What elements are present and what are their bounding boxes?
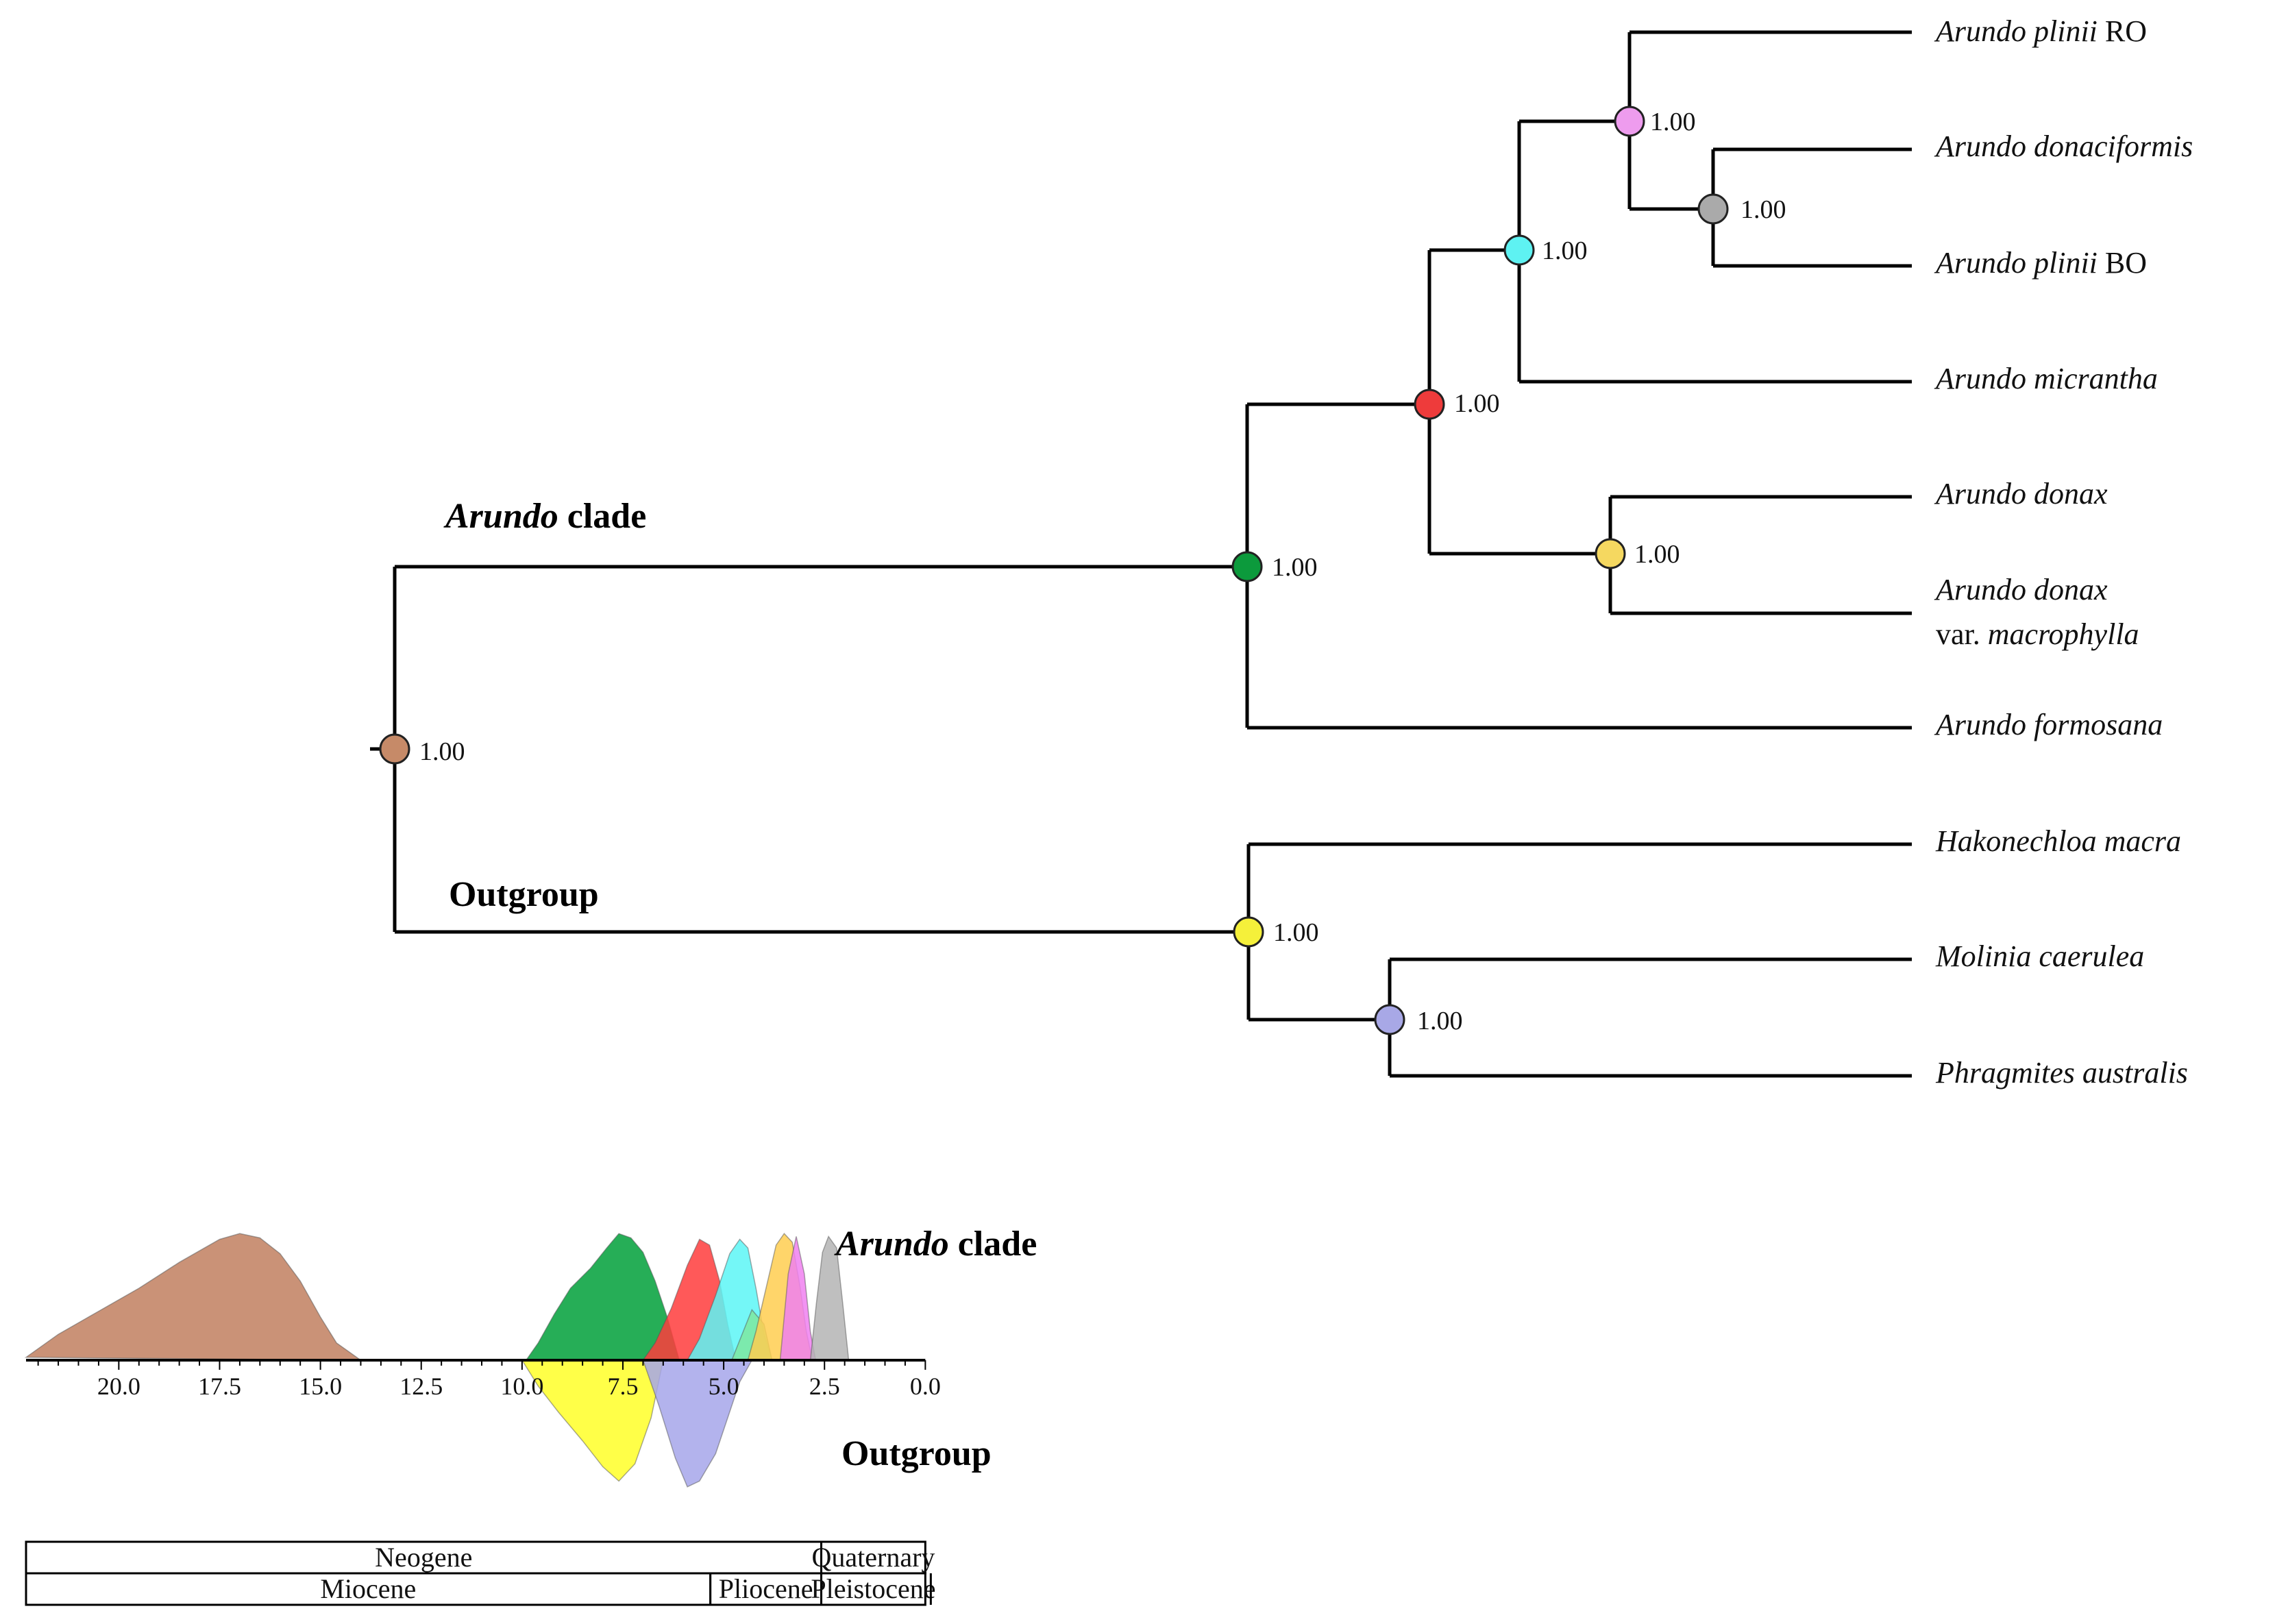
tip-label: Arundo plinii BO (1934, 246, 2147, 280)
tick-label: 10.0 (500, 1373, 543, 1400)
age-density-plot (24, 1233, 850, 1488)
node-molinia (1374, 1004, 1405, 1035)
support-crown: 1.00 (1454, 389, 1500, 418)
tip-label-line2: var. macrophylla (1936, 617, 2139, 651)
timescale-cell (709, 1572, 823, 1606)
support-grey: 1.00 (1741, 195, 1786, 224)
node-outgroup (1233, 916, 1264, 948)
tip-label: Hakonechloa macra (1935, 824, 2181, 858)
tick-label: 15.0 (299, 1373, 342, 1400)
node-arundo (1231, 551, 1263, 582)
tip-label: Arundo formosana (1934, 708, 2163, 741)
tick-label: 17.5 (198, 1373, 241, 1400)
timescale-cell (820, 1572, 926, 1606)
clade-label-arundo: Arundo clade (443, 497, 646, 536)
tick-label: 7.5 (607, 1373, 638, 1400)
tip-labels: Arundo plinii RO Arundo donaciformis Aru… (1934, 14, 2193, 1090)
node-root (379, 733, 410, 765)
tip-label: Arundo donax (1934, 477, 2108, 510)
node-donax (1595, 538, 1626, 569)
tip-label: Molinia caerulea (1935, 939, 2144, 973)
support-donax: 1.00 (1634, 540, 1680, 569)
timescale-label: Miocene (320, 1573, 416, 1604)
density-label-arundo: Arundo clade (834, 1225, 1037, 1264)
node-pink (1614, 106, 1645, 137)
tick-label: 2.5 (809, 1373, 840, 1400)
tick-label: 20.0 (97, 1373, 140, 1400)
support-arundo: 1.00 (1272, 553, 1318, 582)
timescale-cell (25, 1540, 823, 1575)
phylogenetic-tree (370, 30, 1912, 1078)
support-root: 1.00 (419, 737, 465, 766)
timescale-label: Quaternary (811, 1542, 935, 1573)
timescale-label: Pliocene (719, 1573, 813, 1604)
support-molinia: 1.00 (1417, 1007, 1463, 1035)
support-outgroup: 1.00 (1273, 918, 1319, 947)
tick-label: 12.5 (399, 1373, 443, 1400)
tip-label: Arundo donax (1934, 573, 2108, 606)
timescale-label: Pleistocene (811, 1573, 935, 1604)
tick-label: 0.0 (910, 1373, 941, 1400)
timescale-label: Neogene (375, 1542, 472, 1573)
tip-label: Arundo donaciformis (1934, 130, 2193, 163)
density-area (24, 1233, 362, 1361)
support-pink: 1.00 (1650, 108, 1696, 136)
tree-nodes: 1.00 1.00 1.00 1.00 1.00 1.00 1.00 1.00 … (379, 106, 1786, 1035)
node-grey (1697, 193, 1729, 225)
tick-label: 5.0 (709, 1373, 739, 1400)
density-area (642, 1360, 753, 1488)
density-area (809, 1235, 850, 1361)
node-crown (1414, 389, 1445, 420)
tip-label: Phragmites australis (1935, 1056, 2188, 1090)
clade-label-outgroup: Outgroup (449, 875, 599, 914)
node-cyan (1503, 234, 1535, 266)
tip-label: Arundo micrantha (1934, 362, 2158, 395)
tip-label: Arundo plinii RO (1934, 14, 2147, 48)
density-label-outgroup: Outgroup (841, 1434, 992, 1473)
support-cyan: 1.00 (1542, 236, 1588, 265)
time-axis: 20.0 17.5 15.0 12.5 10.0 7.5 5.0 2.5 0.0 (26, 1359, 941, 1400)
